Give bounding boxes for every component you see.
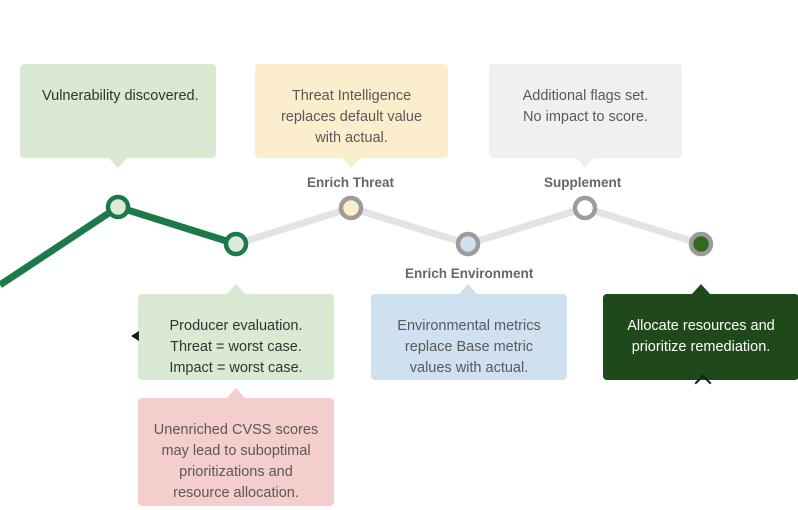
timeline-segment (464, 204, 589, 248)
enrich-threat-callout: Threat Intelligence replaces default val… (255, 64, 448, 158)
node-label: Enrich Threat (307, 175, 395, 190)
timeline-node-enrich-environment[interactable] (455, 231, 481, 257)
callout-tail-icon (342, 158, 360, 168)
left-pointer-arrow-icon (131, 331, 139, 341)
timeline-segment (0, 204, 120, 288)
callout-text: Allocate resources and prioritize remedi… (627, 318, 775, 355)
callout-tail-icon (227, 388, 245, 398)
timeline-node-producer-evaluation[interactable] (223, 231, 249, 257)
node-label: Enrich Environment (405, 266, 534, 281)
callout-tail-icon (227, 284, 245, 294)
callout-text: Vulnerability discovered. (42, 88, 199, 104)
timeline-segment (114, 203, 240, 248)
node-label: Supplement (544, 175, 622, 190)
callout-text: Producer evaluation. Threat = worst case… (169, 318, 303, 376)
callout-tail-icon (459, 284, 477, 294)
producer-evaluation-callout: Producer evaluation. Threat = worst case… (138, 294, 334, 380)
timeline-node-vulnerability-discovered[interactable] (105, 194, 131, 220)
callout-tail-icon (109, 158, 127, 168)
timeline-segment (232, 204, 355, 248)
callout-tail-icon (692, 284, 710, 294)
supplement-callout: Additional flags set. No impact to score… (489, 64, 682, 158)
callout-tail-icon (576, 158, 594, 168)
timeline-nodes (105, 194, 714, 257)
timeline-node-enrich-threat[interactable] (338, 195, 364, 221)
callout-text: Unenriched CVSS scores may lead to subop… (153, 422, 319, 501)
enrich-environment-callout: Environmental metrics replace Base metri… (371, 294, 567, 380)
timeline-node-allocate-resources[interactable] (688, 231, 714, 257)
allocate-resources-callout: Allocate resources and prioritize remedi… (603, 294, 798, 380)
timeline-segment (581, 204, 705, 248)
timeline-segment (347, 204, 472, 248)
unenriched-cvss-callout: Unenriched CVSS scores may lead to subop… (138, 398, 334, 506)
callout-text: Additional flags set. No impact to score… (522, 88, 649, 125)
callout-text: Environmental metrics replace Base metri… (397, 318, 541, 376)
timeline-node-supplement[interactable] (572, 195, 598, 221)
callout-text: Threat Intelligence replaces default val… (280, 88, 423, 146)
timeline-segments (0, 203, 705, 288)
vulnerability-discovered-callout: Vulnerability discovered. (20, 64, 216, 158)
